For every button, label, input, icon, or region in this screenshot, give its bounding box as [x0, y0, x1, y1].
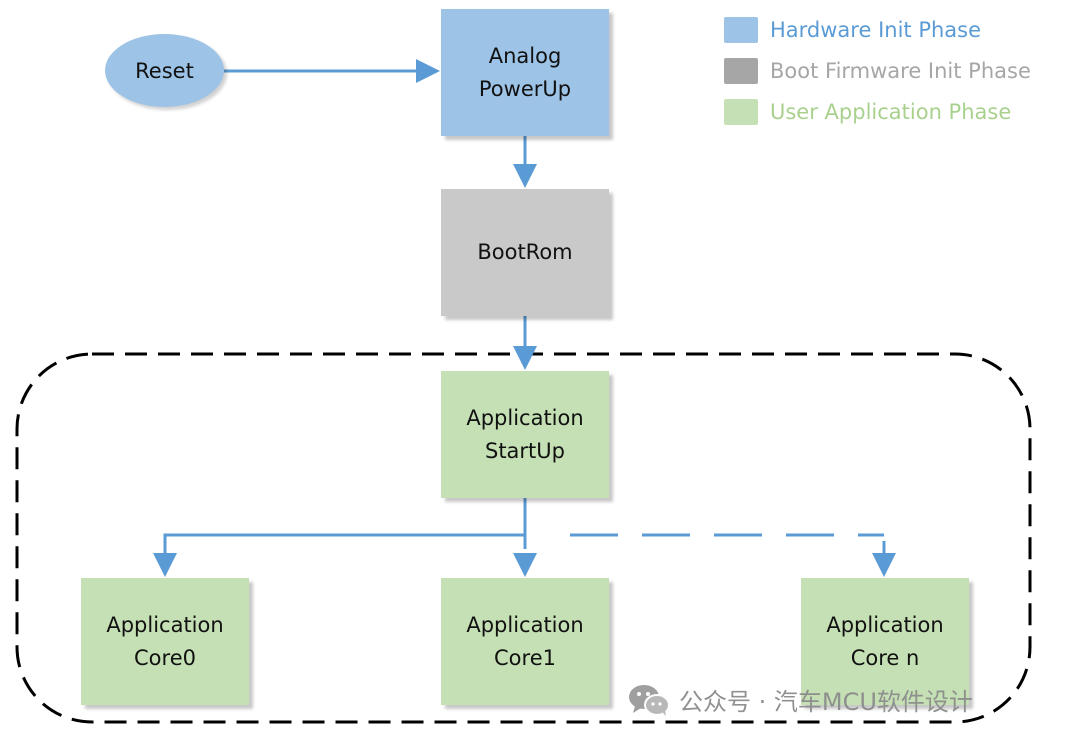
wechat-icon [629, 684, 670, 716]
arrow-to-core0 [153, 533, 525, 577]
watermark: 公众号 · 汽车MCU软件设计 [627, 682, 973, 717]
application-core0-line1: Application [106, 612, 224, 637]
application-core0-line2: Core0 [134, 645, 196, 670]
legend-swatch-hardware-init [724, 17, 758, 43]
application-core-n-line1: Application [826, 612, 944, 637]
application-startup-box: Application StartUp [441, 371, 609, 498]
watermark-text: 公众号 · 汽车MCU软件设计 [679, 688, 973, 716]
analog-powerup-line1: Analog [488, 43, 562, 68]
analog-powerup-box: Analog PowerUp [441, 9, 609, 136]
bootrom-label: BootRom [477, 240, 573, 264]
legend-label-hardware-init: Hardware Init Phase [770, 18, 982, 42]
bootrom-box: BootRom [441, 189, 609, 316]
application-core1-line1: Application [466, 612, 584, 637]
legend-swatch-user-application [724, 99, 758, 125]
application-startup-line1: Application [466, 405, 584, 430]
legend-swatch-boot-firmware-init [724, 58, 758, 84]
analog-powerup-line2: PowerUp [478, 76, 572, 101]
legend-label-boot-firmware-init: Boot Firmware Init Phase [770, 59, 1031, 83]
legend-item-hardware-init: Hardware Init Phase [724, 15, 981, 45]
reset-label: Reset [135, 58, 194, 83]
reset-node: Reset [105, 34, 224, 107]
application-core0-box: Application Core0 [81, 578, 249, 705]
legend-item-user-application: User Application Phase [724, 97, 1011, 127]
application-core1-line2: Core1 [494, 645, 556, 670]
application-core-n-box: Application Core n [801, 578, 969, 705]
application-core-n-line2: Core n [850, 645, 920, 670]
legend-item-boot-firmware-init: Boot Firmware Init Phase [724, 56, 1031, 86]
application-core1-box: Application Core1 [441, 578, 609, 705]
legend-label-user-application: User Application Phase [770, 100, 1012, 124]
application-startup-line2: StartUp [484, 438, 565, 463]
